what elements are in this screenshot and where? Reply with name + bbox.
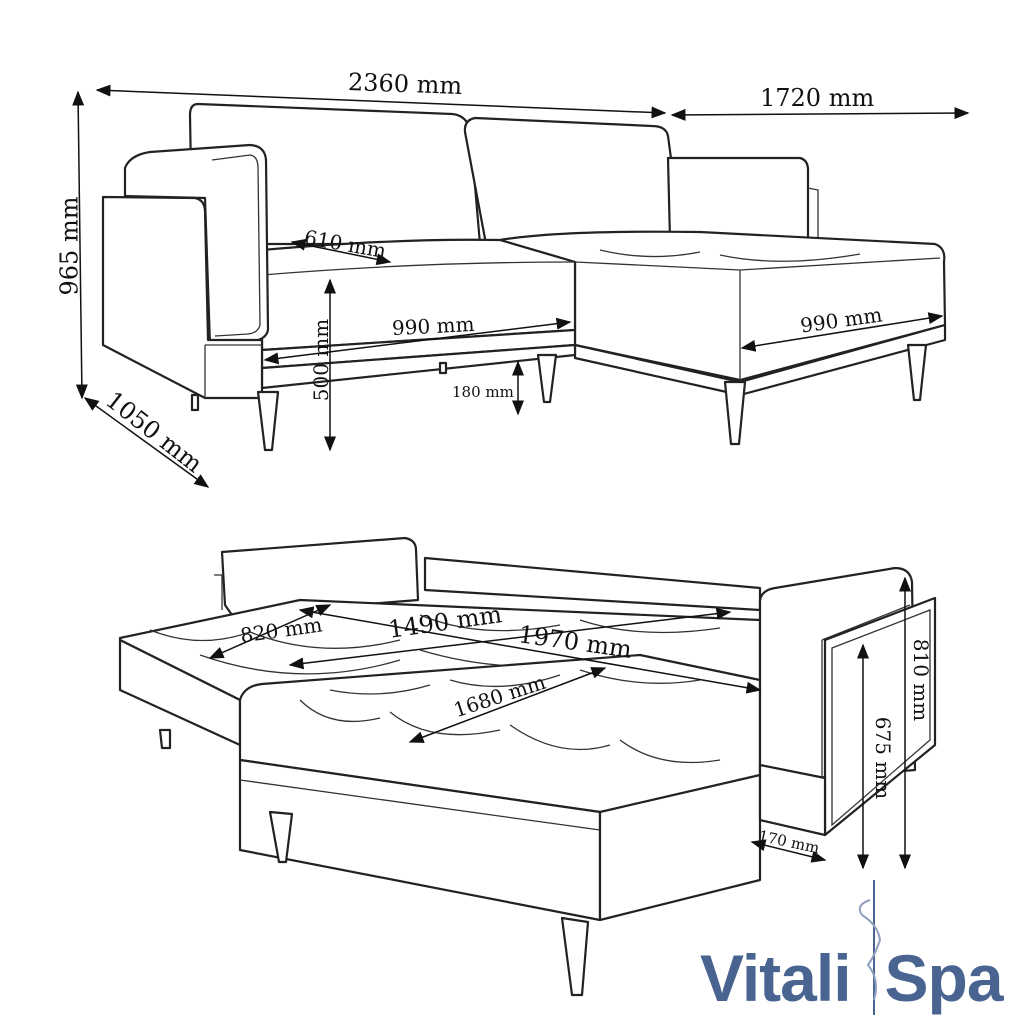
bed-sofa-drawing xyxy=(118,536,937,997)
vitalispa-logo: Vitali Spa xyxy=(700,940,1004,1016)
leg xyxy=(268,810,294,864)
leg xyxy=(158,728,172,750)
dim-arm-height: 810 mm xyxy=(909,638,934,722)
dim-total-width: 2360 mm xyxy=(347,68,463,100)
leg xyxy=(906,343,928,402)
dim-leg-height: 180 mm xyxy=(452,383,514,401)
dim-seat-height: 500 mm xyxy=(309,318,334,402)
dim-height: 965 mm xyxy=(55,196,84,296)
leg xyxy=(256,390,280,452)
leg xyxy=(536,353,558,404)
logo-text-right: Spa xyxy=(884,941,1004,1015)
dim-seat-width-left: 990 mm xyxy=(391,311,476,341)
back-cushion-right xyxy=(463,116,683,246)
leg xyxy=(723,380,747,446)
top-sofa-drawing xyxy=(72,84,970,488)
dim-inner-height: 675 mm xyxy=(871,716,896,800)
logo-staff-icon xyxy=(858,880,882,1015)
leg xyxy=(560,916,590,997)
dim-chaise-width: 1720 mm xyxy=(760,84,875,112)
logo-text-left: Vitali xyxy=(700,941,852,1015)
